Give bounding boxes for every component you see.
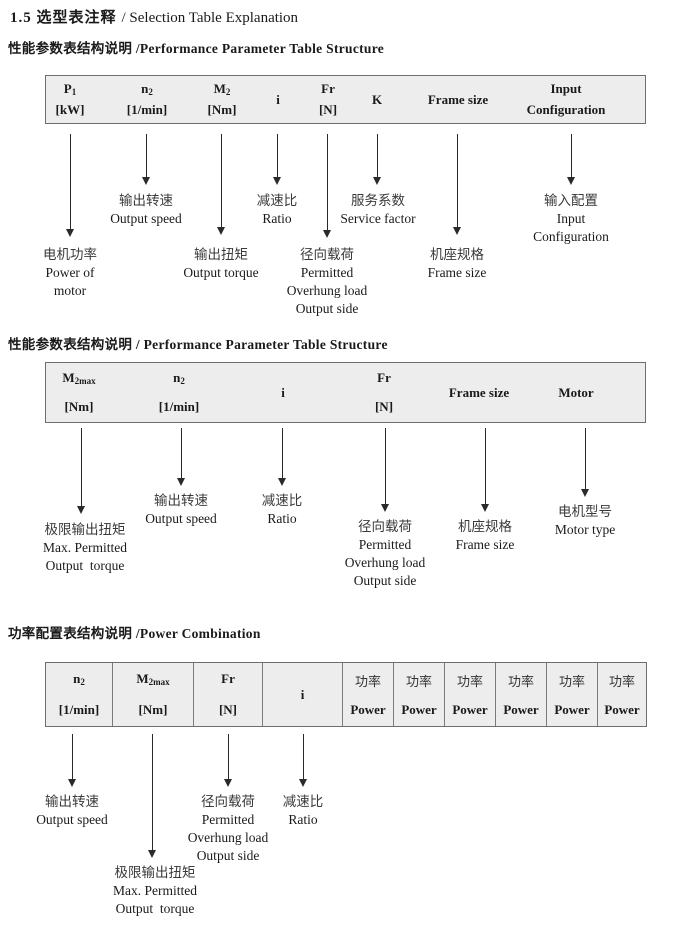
col-unit: [Nm] bbox=[207, 102, 237, 117]
col-unit: [Nm] bbox=[64, 399, 94, 414]
col-unit: Power bbox=[554, 702, 590, 717]
col-symbol: 功率 bbox=[354, 674, 381, 689]
table3-header-row: n2 [1/min] M2max [Nm] Fr [N] i 功率 Power … bbox=[46, 663, 646, 726]
col-symbol: Input bbox=[550, 81, 582, 96]
page-title-en: / Selection Table Explanation bbox=[121, 10, 299, 26]
col-symbol: n2 bbox=[173, 370, 185, 386]
callout-frame-size: 机座规格 Frame size bbox=[455, 519, 515, 552]
callout-motor-type: 电机型号 Motor type bbox=[554, 504, 616, 537]
table3-col-power-6: 功率 Power bbox=[598, 663, 646, 726]
callout-ratio: 减速比 Ratio bbox=[261, 493, 303, 526]
col-symbol: i bbox=[281, 384, 285, 400]
col-symbol: i bbox=[300, 686, 305, 702]
col-unit: [Nm] bbox=[138, 702, 168, 717]
col-symbol: Motor bbox=[558, 384, 594, 400]
table3-col-n2: n2 [1/min] bbox=[46, 663, 113, 726]
callout-output-speed: 输出转速 Output speed bbox=[36, 794, 108, 827]
callout-power-of-motor: 电机功率 Power of motor bbox=[43, 247, 97, 298]
callout-output-torque: 输出扭矩 Output torque bbox=[183, 247, 259, 280]
table1-col-p1: P1 [kW] bbox=[56, 76, 85, 123]
callout-overhung-load: 径向载荷 Permitted Overhung load Output side bbox=[187, 794, 269, 863]
col-symbol: n2 bbox=[73, 671, 85, 687]
table3-col-power-1: 功率 Power bbox=[343, 663, 394, 726]
col-symbol: Frame size bbox=[427, 91, 489, 107]
callout-ratio: 减速比 Ratio bbox=[256, 193, 298, 226]
callout-output-speed: 输出转速 Output speed bbox=[145, 493, 217, 526]
table2-col-motor: Motor bbox=[558, 363, 593, 422]
col-unit: [N] bbox=[218, 702, 238, 717]
col-unit: Power bbox=[452, 702, 488, 717]
table1-col-fr: Fr [N] bbox=[319, 76, 337, 123]
page-title: 1.5 选型表注释/ Selection Table Explanation bbox=[10, 6, 298, 27]
col-symbol: K bbox=[371, 91, 383, 107]
table1-col-k: K bbox=[372, 76, 382, 123]
table3-col-power-3: 功率 Power bbox=[445, 663, 496, 726]
col-symbol: n2 bbox=[141, 81, 153, 97]
table3-col-m2max: M2max [Nm] bbox=[113, 663, 194, 726]
section-2-table: M2max [Nm] n2 [1/min] i Fr [N] Frame siz… bbox=[45, 362, 646, 423]
table3-col-i: i bbox=[263, 663, 343, 726]
callout-ratio: 减速比 Ratio bbox=[282, 794, 324, 827]
table3-col-power-2: 功率 Power bbox=[394, 663, 445, 726]
table1-col-i: i bbox=[276, 76, 280, 123]
section-3-table: n2 [1/min] M2max [Nm] Fr [N] i 功率 Power … bbox=[45, 662, 647, 727]
col-unit: [N] bbox=[318, 102, 338, 117]
table1-col-input-configuration: Input Configuration bbox=[527, 76, 606, 123]
callout-frame-size: 机座规格 Frame size bbox=[427, 247, 487, 280]
page-title-cn: 1.5 选型表注释 bbox=[10, 10, 117, 26]
table3-col-power-5: 功率 Power bbox=[547, 663, 598, 726]
table1-col-frame-size: Frame size bbox=[428, 76, 488, 123]
table1-col-m2: M2 [Nm] bbox=[208, 76, 237, 123]
col-unit: [1/min] bbox=[158, 399, 200, 414]
col-symbol: M2max bbox=[136, 671, 170, 687]
section-3-heading: 功率配置表结构说明 /Power Combination bbox=[8, 626, 261, 641]
callout-overhung-load: 径向载荷 Permitted Overhung load Output side bbox=[344, 519, 426, 588]
col-unit: Power bbox=[604, 702, 640, 717]
table3-col-fr: Fr [N] bbox=[194, 663, 263, 726]
col-symbol: 功率 bbox=[507, 674, 534, 689]
col-symbol: Frame size bbox=[448, 384, 510, 400]
col-symbol: Fr bbox=[377, 370, 391, 385]
callout-max-output-torque: 极限输出扭矩 Max. Permitted Output torque bbox=[43, 522, 127, 573]
col-unit: Power bbox=[503, 702, 539, 717]
table2-col-m2max: M2max [Nm] bbox=[62, 363, 95, 422]
col-symbol: M2 bbox=[213, 81, 231, 97]
col-symbol: Fr bbox=[221, 671, 235, 686]
col-unit: Configuration bbox=[526, 102, 606, 117]
table1-col-n2: n2 [1/min] bbox=[127, 76, 167, 123]
col-symbol: 功率 bbox=[405, 674, 432, 689]
callout-input-configuration: 输入配置 Input Configuration bbox=[533, 193, 609, 244]
col-symbol: Fr bbox=[321, 81, 335, 96]
table2-col-frame-size: Frame size bbox=[449, 363, 509, 422]
col-symbol: 功率 bbox=[608, 674, 635, 689]
col-symbol: 功率 bbox=[456, 674, 483, 689]
col-symbol: 功率 bbox=[558, 674, 585, 689]
table2-col-i: i bbox=[281, 363, 285, 422]
col-unit: [1/min] bbox=[58, 702, 100, 717]
section-1-table: P1 [kW] n2 [1/min] M2 [Nm] i Fr [N] K Fr… bbox=[45, 75, 646, 124]
callout-output-speed: 输出转速 Output speed bbox=[110, 193, 182, 226]
table2-col-n2: n2 [1/min] bbox=[159, 363, 199, 422]
callout-overhung-load: 径向载荷 Permitted Overhung load Output side bbox=[286, 247, 368, 316]
col-unit: [N] bbox=[374, 399, 394, 414]
callout-service-factor: 服务系数 Service factor bbox=[340, 193, 416, 226]
col-unit: [kW] bbox=[55, 102, 85, 117]
col-unit: Power bbox=[350, 702, 386, 717]
col-symbol: P1 bbox=[63, 81, 77, 97]
callout-max-output-torque: 极限输出扭矩 Max. Permitted Output torque bbox=[113, 865, 197, 916]
table2-col-fr: Fr [N] bbox=[375, 363, 393, 422]
table3-col-power-4: 功率 Power bbox=[496, 663, 547, 726]
col-unit: Power bbox=[401, 702, 437, 717]
col-symbol: i bbox=[276, 91, 280, 107]
col-unit: [1/min] bbox=[126, 102, 168, 117]
section-1-heading: 性能参数表结构说明 /Performance Parameter Table S… bbox=[8, 41, 385, 56]
section-2-heading: 性能参数表结构说明 / Performance Parameter Table … bbox=[8, 337, 388, 352]
col-symbol: M2max bbox=[62, 370, 96, 386]
